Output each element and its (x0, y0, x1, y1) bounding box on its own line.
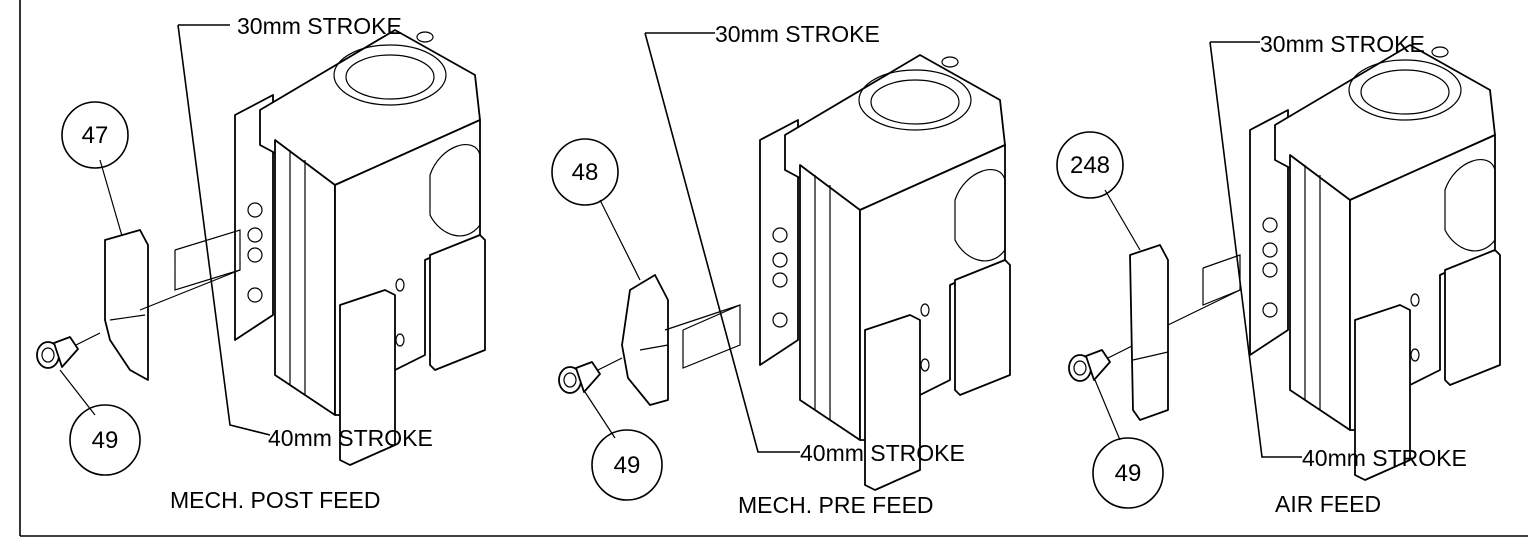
bubble-49-a (69, 404, 141, 476)
bubble-47 (61, 101, 129, 169)
part-47-shape (104, 229, 149, 381)
stroke-40-label-2: 40mm STROKE (800, 440, 965, 466)
caption-mech-post-feed: MECH. POST FEED (170, 487, 380, 513)
bubble-49-c-label: 49 (1115, 460, 1142, 487)
stroke-40-label-1: 40mm STROKE (268, 425, 433, 451)
block-body (759, 54, 1011, 491)
bubble-49-b (591, 429, 663, 501)
stroke-30-label-1: 30mm STROKE (237, 13, 402, 39)
stroke-40-label-3: 40mm STROKE (1302, 445, 1467, 471)
block-body (234, 29, 486, 466)
bubble-49-a-label: 49 (92, 427, 119, 454)
bubble-48-label: 48 (572, 159, 599, 186)
bubble-49-c (1092, 437, 1164, 509)
bubble-48 (551, 138, 619, 206)
part-248-shape (1129, 244, 1169, 421)
screw-49-shape (558, 357, 623, 394)
view-air-feed: 248 49 30mm STROKE 40mm STROKE AIR FEED (1056, 31, 1501, 517)
block-body (1249, 44, 1501, 481)
drawing-frame (19, 0, 1528, 537)
bubble-47-label: 47 (82, 122, 109, 149)
part-48-shape (621, 274, 669, 406)
screw-49-shape (1068, 345, 1133, 382)
view-mech-pre-feed: 48 49 30mm STROKE 40mm STROKE MECH. PRE … (551, 21, 1011, 518)
view-mech-post-feed: 47 49 30mm STROKE 40mm STROKE MECH. POST… (36, 13, 486, 513)
caption-mech-pre-feed: MECH. PRE FEED (738, 492, 934, 518)
stroke-30-label-2: 30mm STROKE (715, 21, 880, 47)
bubble-49-b-label: 49 (614, 452, 641, 479)
bubble-248-label: 248 (1070, 152, 1110, 179)
caption-air-feed: AIR FEED (1275, 491, 1381, 517)
bubble-248 (1056, 131, 1124, 199)
screw-49-shape (36, 332, 101, 369)
stroke-30-label-3: 30mm STROKE (1260, 31, 1425, 57)
